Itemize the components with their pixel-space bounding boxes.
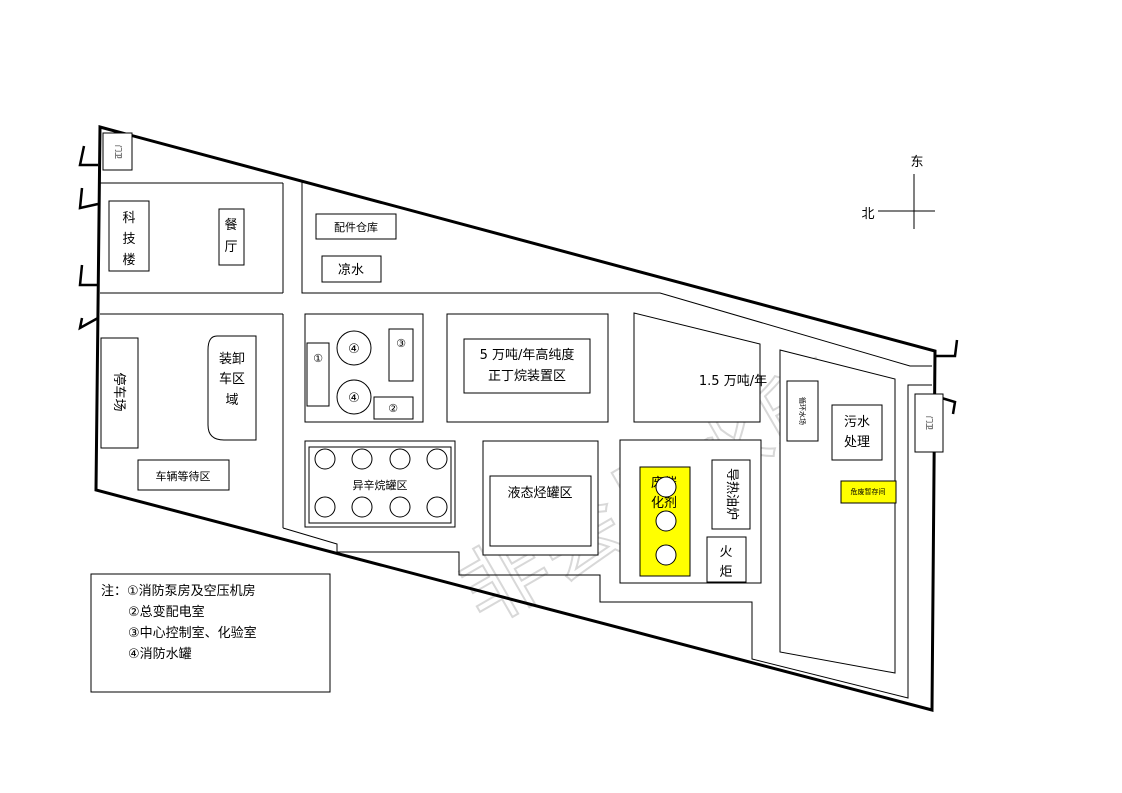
substation [373,396,414,420]
canteen-label-1: 餐 [224,217,237,233]
unit-15kt-label: 1.5 万吨/年 [699,374,767,389]
unit-15kt [633,312,761,423]
wastewater-treatment-label-1: 污水 [844,415,870,430]
hazardous-waste-store [840,480,897,504]
flare [706,536,747,583]
gatehouse-right-label: 门卫 [925,416,934,430]
canteen-label-2: 厅 [224,240,237,255]
loading-area-label-1: 装卸 [219,351,245,367]
fire-water-tank-2-label: ④ [348,391,360,406]
legend-box [90,573,331,693]
canteen [218,208,245,266]
fire-pump-room [306,342,330,407]
tech-building-label-2: 技 [122,232,135,247]
spent-catalyst-tank-3 [655,544,677,566]
butane-unit-label-1: 5 万吨/年高纯度 [480,347,575,363]
circulating-water [786,380,819,442]
substation-label: ② [388,402,398,415]
loading-area-label-2: 车区 [219,371,245,387]
butane-unit-label-2: 正丁烷装置区 [488,369,566,384]
vehicle-waiting-area-label: 车辆等待区 [156,469,211,483]
flare-label-2: 炬 [719,565,732,580]
tech-building-label-1: 科 [122,211,135,226]
loading-area-label-3: 域 [225,393,238,408]
legend-line-3: ③中心控制室、化验室 [128,625,257,641]
fire-water-tank-1 [336,330,372,366]
parts-warehouse [315,213,397,240]
gatehouse-left-label: 门卫 [114,145,123,159]
parking-lot [100,337,139,449]
fire-water-tank-2 [336,379,372,415]
circulating-water-label: 循环水场 [798,397,807,425]
isooctane-tanks [314,448,448,518]
liquid-hydrocarbon-tank-farm-label: 液态烃罐区 [507,486,572,501]
wastewater-treatment-label-2: 处理 [844,435,870,450]
tech-building-label-3: 楼 [122,253,135,268]
compass-north-label: 北 [861,207,874,222]
fire-pump-room-label: ① [313,352,323,365]
legend-line-1: 注：①消防泵房及空压机房 [101,583,256,599]
spent-catalyst-tank-2 [655,510,677,532]
legend-line-2: ②总变配电室 [128,604,205,620]
compass-rose [878,174,935,229]
tech-building [108,200,150,272]
gatehouse-right [914,393,944,453]
flare-label-1: 火 [719,545,732,560]
internal-roads [99,180,932,699]
spent-catalyst-label-2: 化剂 [651,496,677,511]
spent-catalyst-tank-1 [655,476,677,498]
cooling-water [321,255,382,283]
liquid-hydrocarbon-tank-farm [489,475,592,547]
heat-oil-furnace-label: 导热油炉 [724,468,739,520]
butane-unit [463,338,591,394]
heat-oil-furnace [711,459,751,530]
cooling-water-label: 凉水 [338,263,364,278]
control-room [388,328,414,382]
parking-lot-label: 停车场 [111,372,127,411]
hazardous-waste-store-label: 危废暂存间 [851,487,886,496]
vehicle-waiting-area [137,459,230,491]
wastewater-treatment [831,404,883,461]
gate-marks-left [78,145,99,331]
control-room-label: ③ [396,337,406,350]
legend-line-4: ④消防水罐 [128,646,192,662]
parts-warehouse-label: 配件仓库 [334,220,378,234]
isooctane-tank-farm-label: 异辛烷罐区 [353,478,408,492]
gatehouse-left [102,132,133,171]
loading-area [207,335,257,441]
fire-water-tank-1-label: ④ [348,342,360,357]
compass-east-label: 东 [910,155,923,170]
site-boundary [94,125,937,712]
